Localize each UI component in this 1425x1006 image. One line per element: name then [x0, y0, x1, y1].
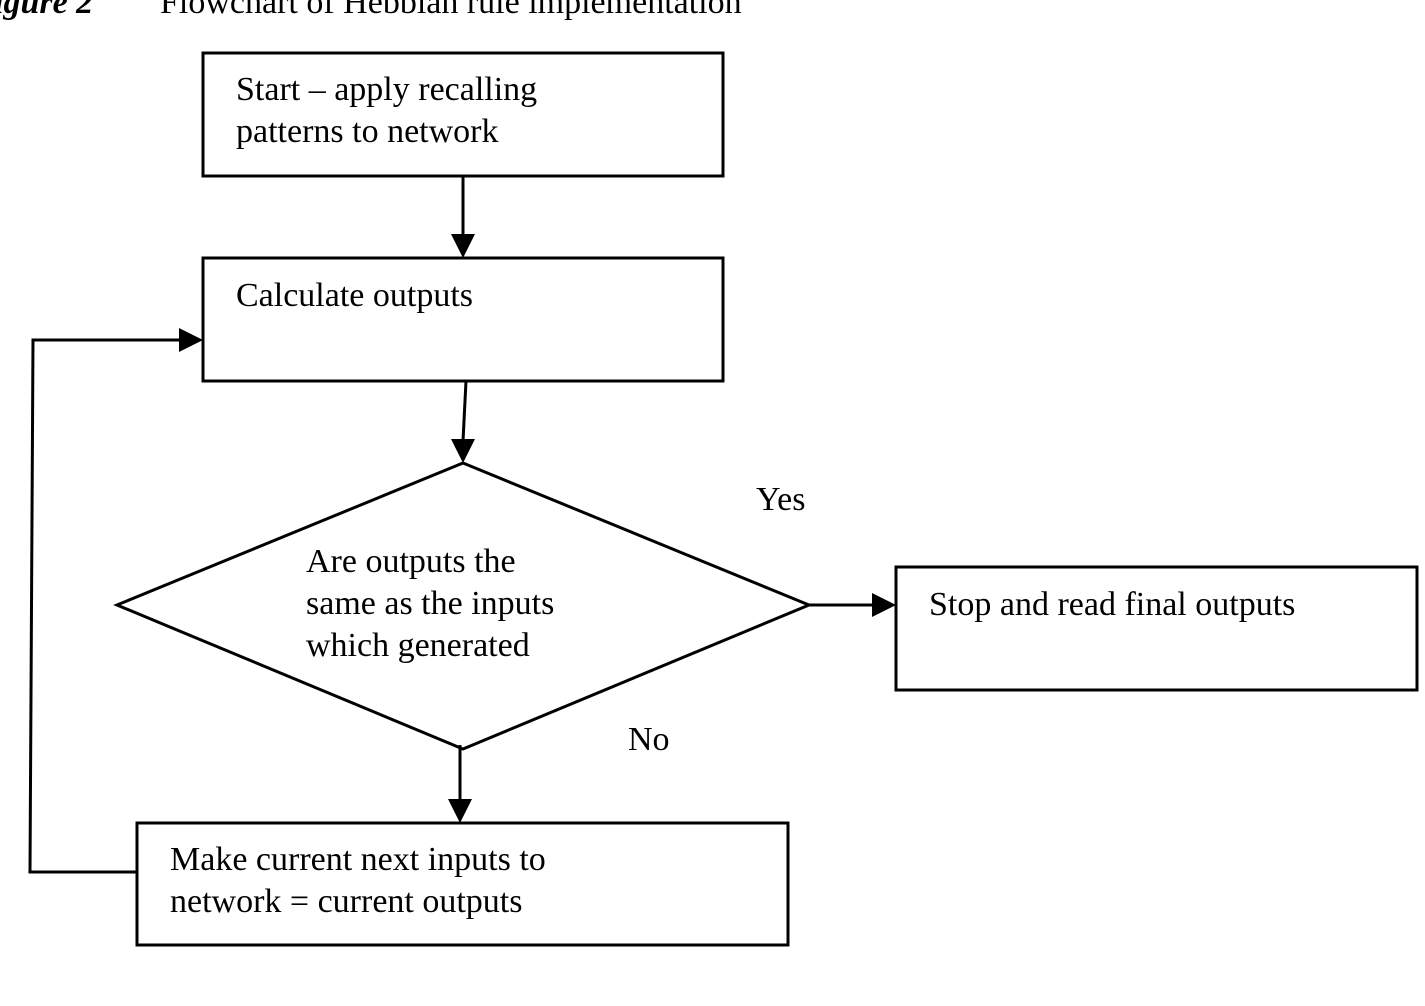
no-label: No [628, 721, 670, 758]
stop-box [894, 565, 1419, 692]
arrowhead-calculate-to-decision [451, 439, 475, 463]
stop-box-text: Stop and read final outputs [929, 586, 1296, 623]
arrowhead-decision-to-stop [872, 593, 896, 617]
arrowhead-decision-to-update [448, 799, 472, 823]
figure-title: Flowchart of Hebbian rule implementation [160, 0, 742, 21]
decision-text: Are outputs the same as the inputs which… [306, 543, 555, 664]
arrowhead-start-to-calculate [451, 234, 475, 258]
yes-label: Yes [756, 481, 806, 518]
calculate-box-text: Calculate outputs [236, 277, 474, 314]
decision-diamond [113, 461, 813, 751]
update-box [135, 821, 790, 947]
arrowhead-loop-back [179, 328, 203, 352]
loop-back-line [28, 338, 181, 874]
update-box-text: Make current next inputs to network = cu… [170, 841, 546, 920]
arrow-calculate-to-decision [461, 380, 468, 442]
figure-label: igure 2 [0, 0, 94, 21]
start-box-text: Start – apply recalling patterns to netw… [236, 71, 538, 150]
